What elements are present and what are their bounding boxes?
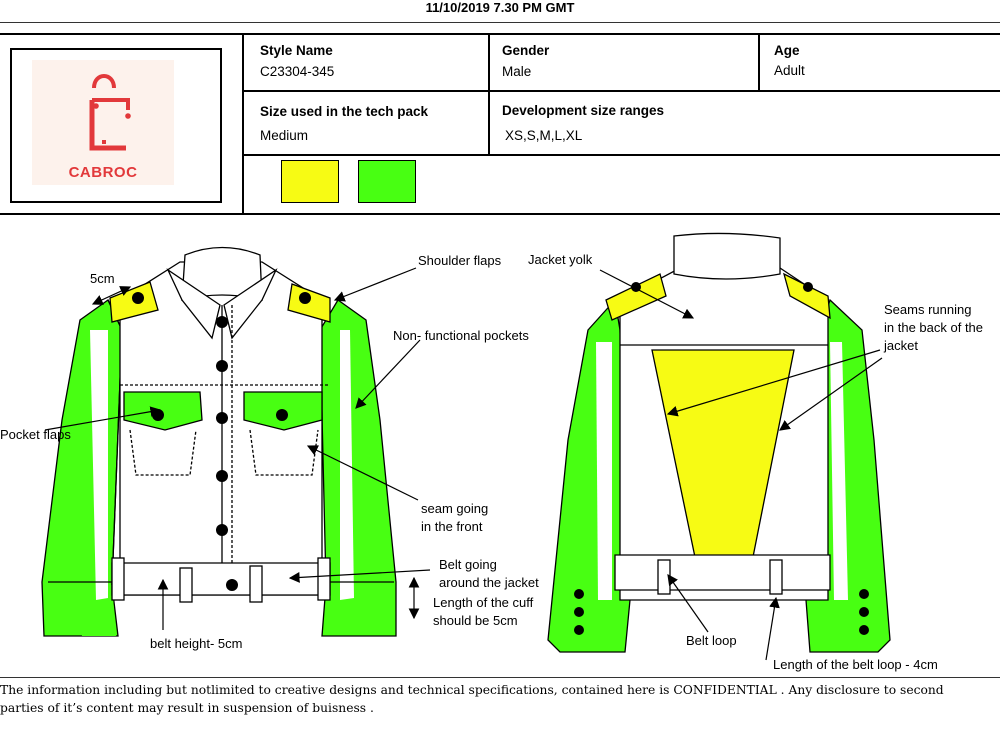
annotation-shoulder-flaps: Shoulder flaps [418,253,502,268]
annotation-belt-loop: Belt loop [686,633,737,648]
table-divider [758,33,760,91]
annotation-belt-going: Belt going around the jacket [439,557,539,590]
annotation-5cm: 5cm [90,271,115,286]
color-swatch-green [358,160,416,203]
right-shoulder-flap [287,283,331,323]
annotation-non-functional-pockets: Non- functional pockets [393,328,529,343]
confidentiality-notice: The information including but notlimited… [0,683,944,715]
top-divider [0,22,1000,23]
annotation-arrows [44,267,883,661]
annotation-pocket-flaps: Pocket flaps [0,427,71,442]
document-timestamp: 11/10/2019 7.30 PM GMT [425,0,575,15]
gender-value: Male [502,64,532,79]
back-left-shoulder-flap [605,273,667,321]
size-range-label: Development size ranges [502,103,665,118]
front-belt [111,562,331,596]
left-pocket-flap [123,391,203,431]
color-swatch-yellow [281,160,339,203]
back-jacket-sketch [547,232,891,653]
table-divider [242,154,1000,156]
annotation-belt-loop-length: Length of the belt loop - 4cm [773,657,938,672]
table-divider [242,90,1000,92]
brand-name: CABROC [68,164,138,181]
size-range-value: XS,S,M,L,XL [505,128,583,143]
age-label: Age [774,43,800,58]
spec-header-table [0,33,1000,215]
table-divider [242,33,244,215]
logo-box: CABROC [10,48,222,203]
front-jacket-sketch [41,246,397,637]
size-label: Size used in the tech pack [260,104,429,119]
front-buttons [132,292,311,591]
brand-logo: CABROC [32,60,174,185]
annotation-seam-front: seam going in the front [421,501,489,534]
back-belt [614,554,831,591]
footer-divider [0,677,1000,678]
back-right-shoulder-flap [782,272,831,320]
style-name-value: C23304-345 [260,64,335,79]
age-value: Adult [774,63,805,78]
annotation-cuff-length: Length of the cuff should be 5cm [433,595,534,628]
gender-label: Gender [502,43,550,58]
right-sleeve [319,299,397,637]
annotation-seams-back: Seams running in the back of the jacket [884,302,984,353]
annotation-jacket-yolk: Jacket yolk [528,252,593,267]
style-name-label: Style Name [260,43,333,58]
back-left-sleeve [547,298,631,653]
table-divider [488,33,490,155]
annotation-belt-height: belt height- 5cm [150,636,243,651]
shopping-bag-icon [89,74,131,151]
size-value: Medium [260,128,309,143]
